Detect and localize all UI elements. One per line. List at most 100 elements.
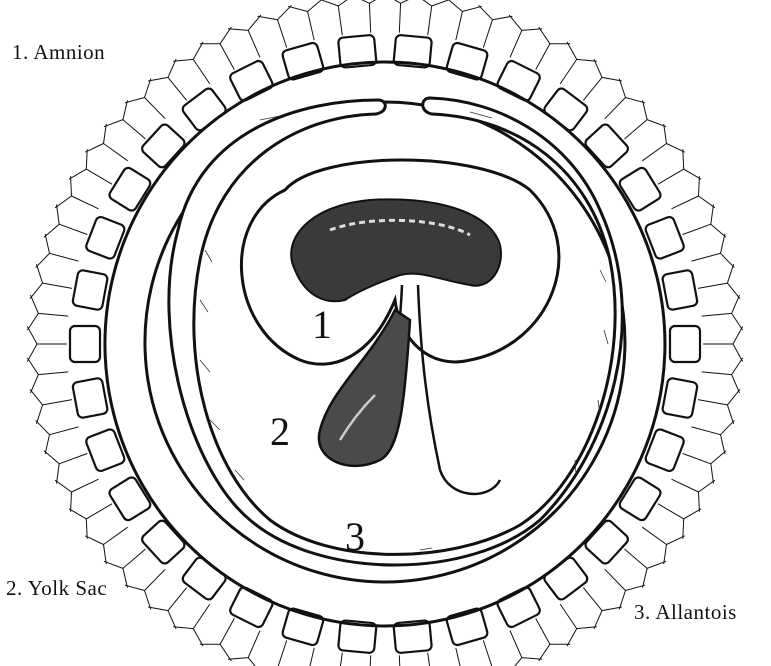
chorion-cell [108, 476, 152, 522]
chorion-cell [542, 556, 589, 602]
legend-allantois-label: Allantois [655, 600, 737, 624]
chorion-cell [72, 378, 108, 419]
villus-branch [200, 27, 235, 70]
villus-branch [36, 420, 79, 454]
chorion-cell [181, 87, 228, 133]
villus-branch [55, 479, 98, 512]
villus-branch [148, 588, 187, 629]
villus-branch [125, 569, 165, 609]
legend-allantois-number: 3. [634, 600, 651, 624]
villus-branch [560, 42, 597, 84]
villus-branch [415, 653, 450, 666]
villus-branch [44, 205, 87, 238]
villus-branch [605, 79, 645, 119]
villus-branch [173, 604, 210, 646]
villus-branch [288, 648, 323, 666]
villus-branch [683, 205, 726, 238]
label-number-2: 2 [270, 409, 290, 454]
villus-branch [383, 655, 419, 666]
villus-branch [27, 295, 68, 330]
villus-branch [319, 0, 354, 35]
label-number-1: 1 [312, 302, 332, 347]
villus-branch [104, 100, 146, 139]
chorion-cell [618, 166, 662, 212]
chorion-cell [181, 556, 228, 602]
villus-branch [683, 451, 726, 484]
legend-yolk-sac-number: 2. [6, 576, 23, 600]
villus-branch [560, 604, 597, 646]
villus-branch [625, 100, 667, 139]
villus-branch [479, 5, 513, 47]
villus-branch [642, 527, 685, 564]
villus-branch [288, 0, 323, 40]
chorion-cell [662, 378, 698, 419]
villus-branch [383, 0, 419, 33]
villus-branch [415, 0, 450, 35]
chorion-cell [618, 476, 662, 522]
chorion-cell [140, 519, 186, 566]
villus-branch [509, 631, 542, 666]
villus-branch [351, 0, 387, 33]
villus-branch [258, 640, 292, 666]
legend-yolk-sac: 2. Yolk Sac [6, 576, 107, 601]
chorion-cell [108, 166, 152, 212]
villus-branch [509, 15, 542, 58]
villus-branch [30, 264, 72, 299]
chorion-cell [70, 326, 100, 362]
legend-amnion: 1. Amnion [12, 40, 105, 65]
legend-amnion-label: Amnion [33, 40, 105, 64]
villus-branch [85, 124, 128, 161]
villus-branch [698, 389, 740, 424]
villus-branch [351, 655, 387, 666]
villus-branch [536, 27, 571, 70]
villus-branch [672, 176, 715, 209]
villus-branch [173, 42, 210, 84]
villus-branch [148, 59, 187, 100]
chorion-cell [583, 122, 629, 169]
villus-branch [447, 0, 482, 40]
villus-branch [36, 234, 79, 268]
villus-branch [692, 234, 735, 268]
villus-branch [55, 176, 98, 209]
villus-branch [583, 588, 622, 629]
villus-branch [69, 149, 112, 184]
villus-branch [642, 124, 685, 161]
villus-branch [698, 264, 740, 299]
villus-branch [228, 15, 261, 58]
legend-allantois: 3. Allantois [634, 600, 737, 625]
villus-branch [625, 549, 667, 588]
villus-branch [228, 631, 261, 666]
villus-branch [479, 640, 513, 666]
villus-branch [30, 389, 72, 424]
villus-branch [85, 527, 128, 564]
villus-branch [258, 5, 292, 47]
villus-branch [447, 648, 482, 666]
villus-branch [583, 59, 622, 100]
villus-branch [536, 618, 571, 661]
chorion-cell [662, 270, 698, 311]
legend-yolk-sac-label: Yolk Sac [28, 576, 107, 600]
chorion-cell [72, 270, 108, 311]
villus-branch [69, 504, 112, 539]
villus-branch [692, 420, 735, 454]
villus-branch [27, 327, 67, 362]
chorion-cell [140, 122, 186, 169]
villus-branch [658, 504, 701, 539]
villus-branch [702, 358, 743, 393]
villus-branch [703, 327, 743, 362]
villus-branch [125, 79, 165, 119]
chorion-cell [542, 87, 589, 133]
chorion-cell [670, 326, 700, 362]
villus-branch [319, 653, 354, 666]
villus-branch [27, 358, 68, 393]
villus-branch [200, 618, 235, 661]
villus-branch [44, 451, 87, 484]
villus-branch [658, 149, 701, 184]
villus-branch [702, 295, 743, 330]
villus-branch [672, 479, 715, 512]
chorion-cell [583, 519, 629, 566]
legend-amnion-number: 1. [12, 40, 29, 64]
label-number-3: 3 [345, 514, 365, 559]
villus-branch [104, 549, 146, 588]
